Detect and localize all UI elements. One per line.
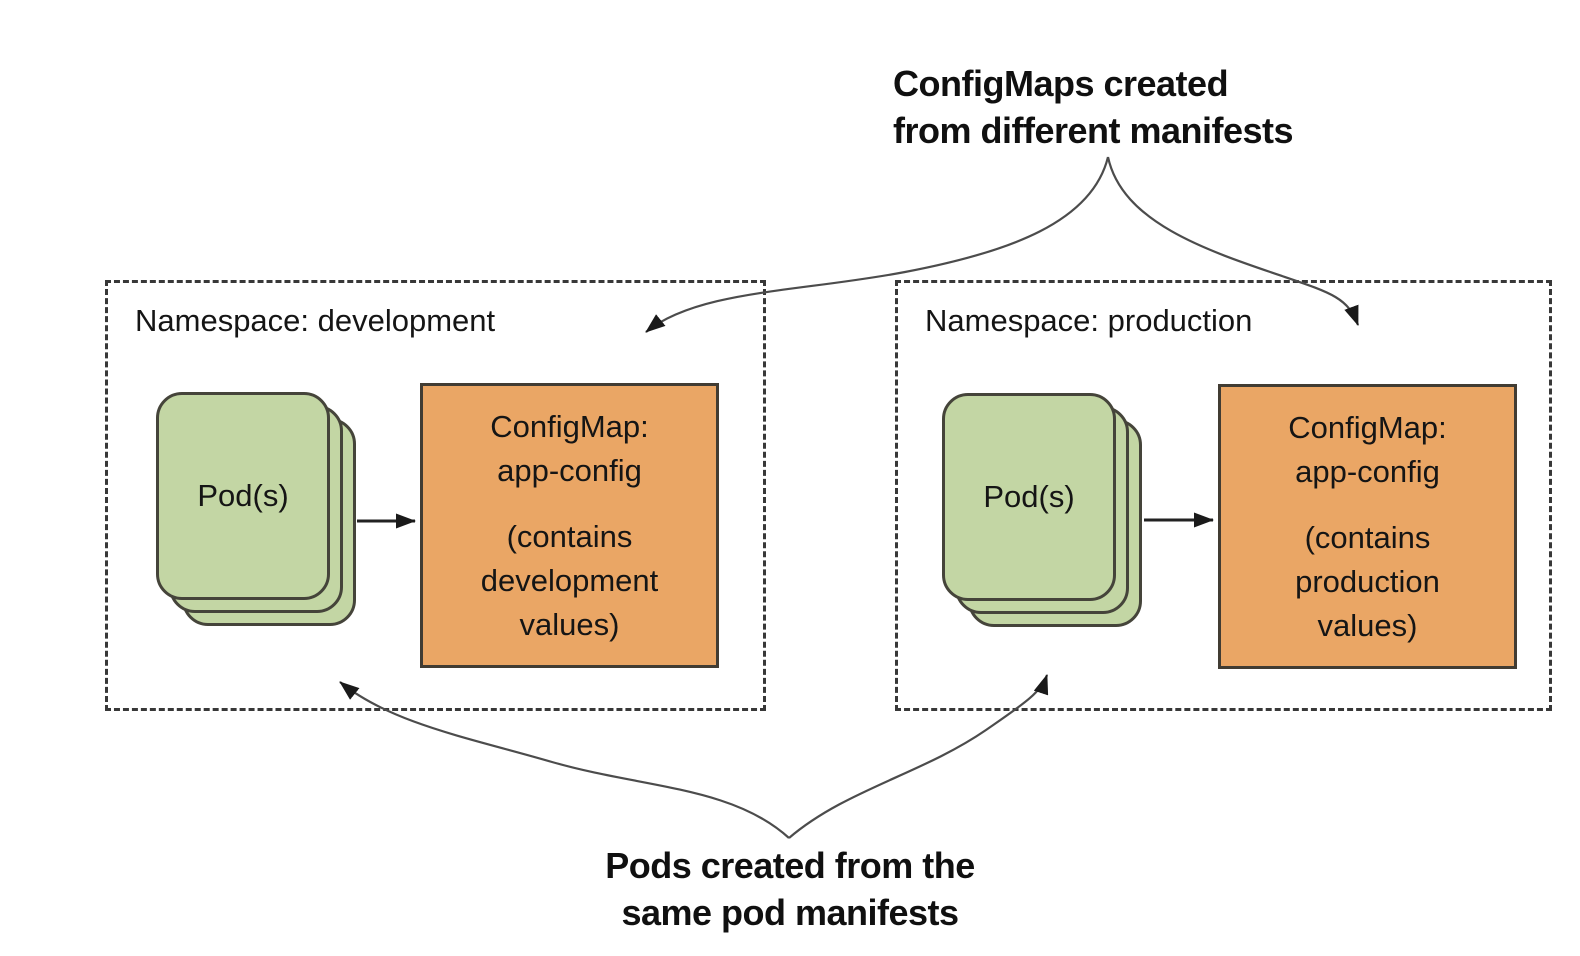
- namespace-label-production: Namespace: production: [925, 303, 1253, 338]
- pod-card-front: Pod(s): [156, 392, 330, 600]
- configmap-note-development: (contains development values): [480, 518, 659, 642]
- configmap-note-production: (contains production values): [1295, 519, 1440, 643]
- annotation-top-line2: from different manifests: [893, 110, 1294, 151]
- namespace-label-development: Namespace: development: [135, 303, 496, 338]
- pod-stack-development: Pod(s): [156, 392, 360, 630]
- annotation-configmaps-created: ConfigMaps created from different manife…: [893, 60, 1294, 154]
- pod-label-development: Pod(s): [197, 478, 289, 513]
- annotation-bottom-line2: same pod manifests: [621, 892, 959, 933]
- configmap-box-production: ConfigMap: app-config (contains producti…: [1218, 384, 1517, 669]
- annotation-top-line1: ConfigMaps created: [893, 63, 1229, 104]
- annotation-pods-created: Pods created from the same pod manifests: [495, 842, 1085, 936]
- pod-card-front: Pod(s): [942, 393, 1116, 601]
- pod-stack-production: Pod(s): [942, 393, 1146, 631]
- configmap-box-development: ConfigMap: app-config (contains developm…: [420, 383, 719, 668]
- configmap-name-production: ConfigMap: app-config: [1288, 409, 1447, 489]
- annotation-bottom-line1: Pods created from the: [605, 845, 975, 886]
- pod-label-production: Pod(s): [983, 479, 1075, 514]
- configmap-name-development: ConfigMap: app-config: [490, 408, 649, 488]
